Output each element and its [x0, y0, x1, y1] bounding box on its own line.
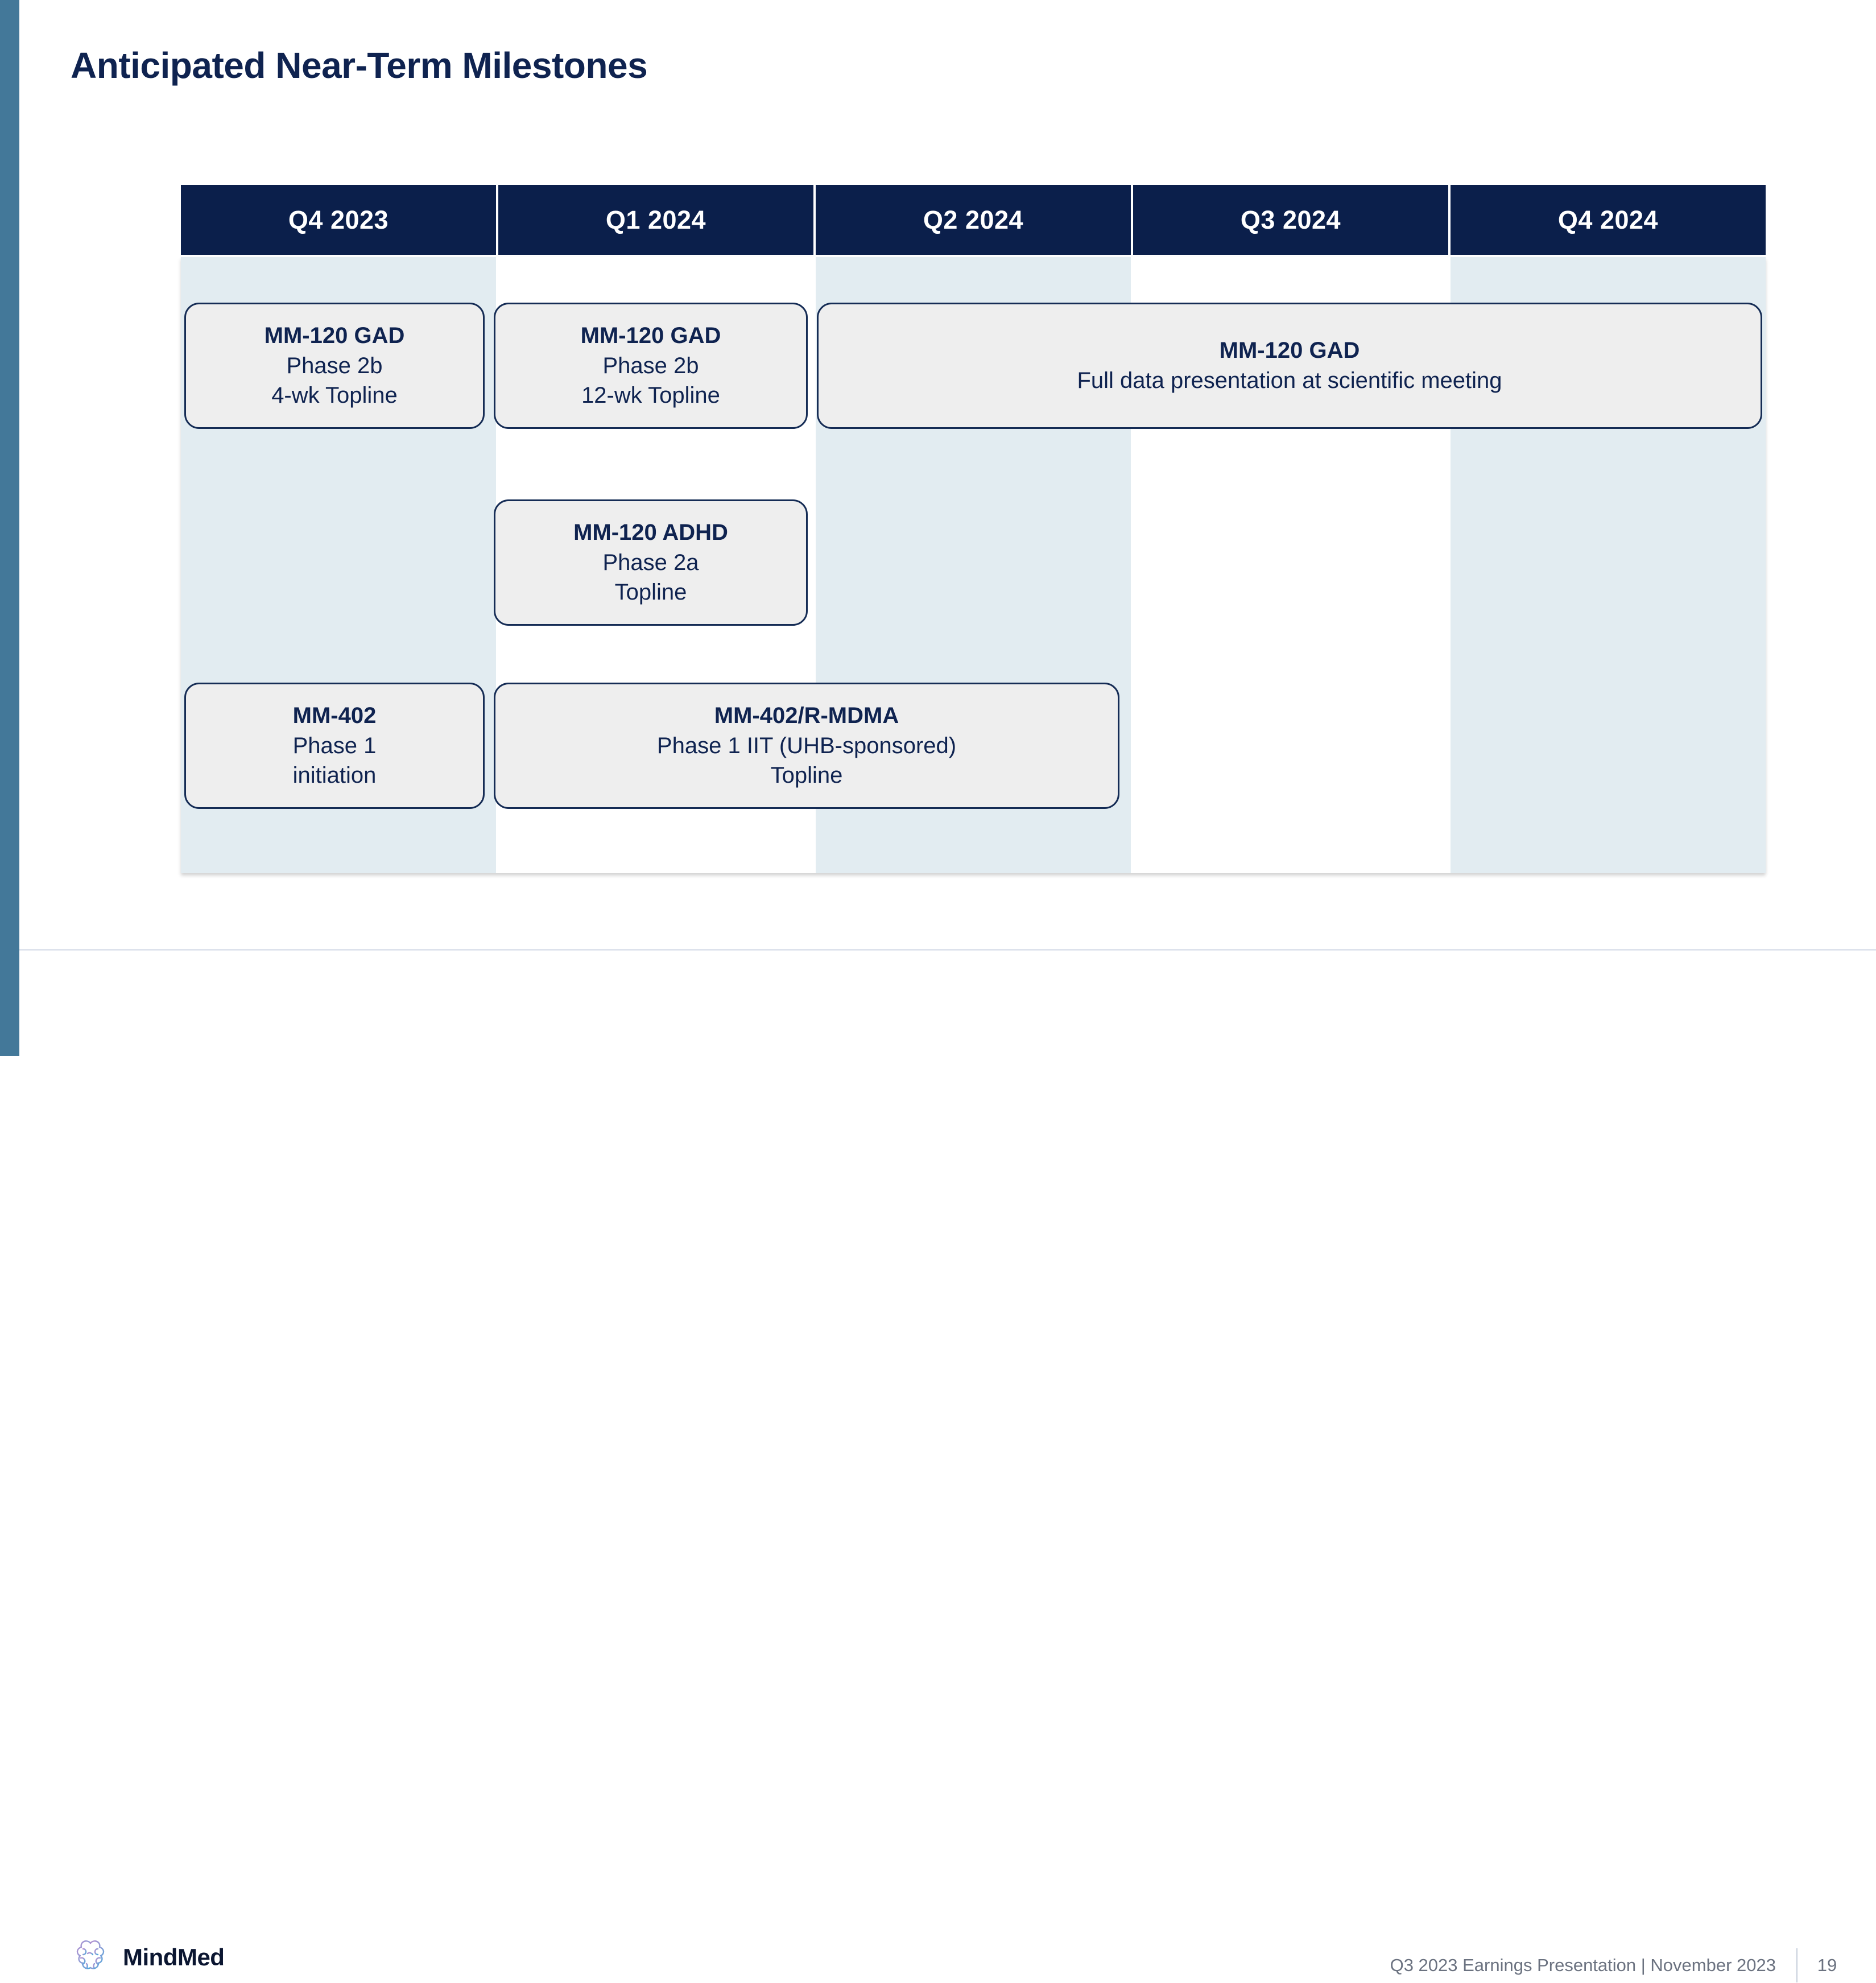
milestone-card-mm402[interactable]: MM-402 Phase 1 initiation	[184, 683, 485, 809]
quarter-header-q2-2024: Q2 2024	[816, 185, 1131, 255]
brand-name: MindMed	[123, 1944, 225, 1970]
milestone-detail-line: Phase 1 IIT (UHB-sponsored)	[656, 733, 957, 758]
quarter-header-row: Q4 2023 Q1 2024 Q2 2024 Q3 2024 Q4 2024	[181, 185, 1766, 255]
slide-footer: MindMed Q3 2023 Earnings Presentation | …	[0, 951, 1876, 1982]
footer-divider	[19, 949, 1876, 951]
milestone-detail-line: Topline	[614, 580, 687, 605]
footer-meta: Q3 2023 Earnings Presentation | November…	[1390, 1948, 1857, 1983]
milestone-title: MM-120 ADHD	[573, 519, 728, 545]
milestone-detail-line: 4-wk Topline	[271, 383, 398, 408]
milestone-timeline: Q4 2023 Q1 2024 Q2 2024 Q3 2024 Q4 2024 …	[181, 185, 1766, 873]
milestone-detail-line: initiation	[292, 763, 377, 788]
milestone-title: MM-120 GAD	[1219, 338, 1360, 363]
brand-lockup: MindMed	[71, 1936, 225, 1978]
milestone-detail-line: Phase 1	[292, 733, 377, 758]
milestone-detail-line: Topline	[770, 763, 843, 788]
milestone-card-mm120-adhd[interactable]: MM-120 ADHD Phase 2a Topline	[494, 499, 808, 626]
page-number: 19	[1817, 1955, 1837, 1975]
footer-presentation-label: Q3 2023 Earnings Presentation | November…	[1390, 1955, 1776, 1975]
milestone-layer: MM-120 GAD Phase 2b 4-wk Topline MM-120 …	[181, 257, 1766, 873]
milestone-detail-line: Phase 2b	[602, 353, 699, 378]
milestone-card-mm120-gad-4wk[interactable]: MM-120 GAD Phase 2b 4-wk Topline	[184, 303, 485, 429]
left-accent-bar	[0, 0, 19, 1056]
milestone-title: MM-402	[292, 703, 377, 728]
milestone-detail-line: Phase 2a	[602, 550, 699, 575]
brain-icon	[71, 1936, 110, 1978]
milestone-card-mm120-gad-full-data[interactable]: MM-120 GAD Full data presentation at sci…	[817, 303, 1762, 429]
milestone-title: MM-120 GAD	[580, 323, 721, 348]
milestone-detail-line: Full data presentation at scientific mee…	[1077, 368, 1502, 393]
milestone-title: MM-402/R-MDMA	[714, 703, 899, 728]
quarter-header-q4-2024: Q4 2024	[1451, 185, 1766, 255]
quarter-header-q4-2023: Q4 2023	[181, 185, 496, 255]
milestone-detail-line: 12-wk Topline	[581, 383, 720, 408]
timeline-body: MM-120 GAD Phase 2b 4-wk Topline MM-120 …	[181, 257, 1766, 873]
quarter-header-q3-2024: Q3 2024	[1133, 185, 1448, 255]
milestone-detail-line: Phase 2b	[286, 353, 383, 378]
quarter-header-q1-2024: Q1 2024	[498, 185, 813, 255]
milestone-card-mm120-gad-12wk[interactable]: MM-120 GAD Phase 2b 12-wk Topline	[494, 303, 808, 429]
milestone-card-mm402-r-mdma[interactable]: MM-402/R-MDMA Phase 1 IIT (UHB-sponsored…	[494, 683, 1119, 809]
page-title: Anticipated Near-Term Milestones	[71, 45, 648, 86]
milestone-title: MM-120 GAD	[264, 323, 405, 348]
